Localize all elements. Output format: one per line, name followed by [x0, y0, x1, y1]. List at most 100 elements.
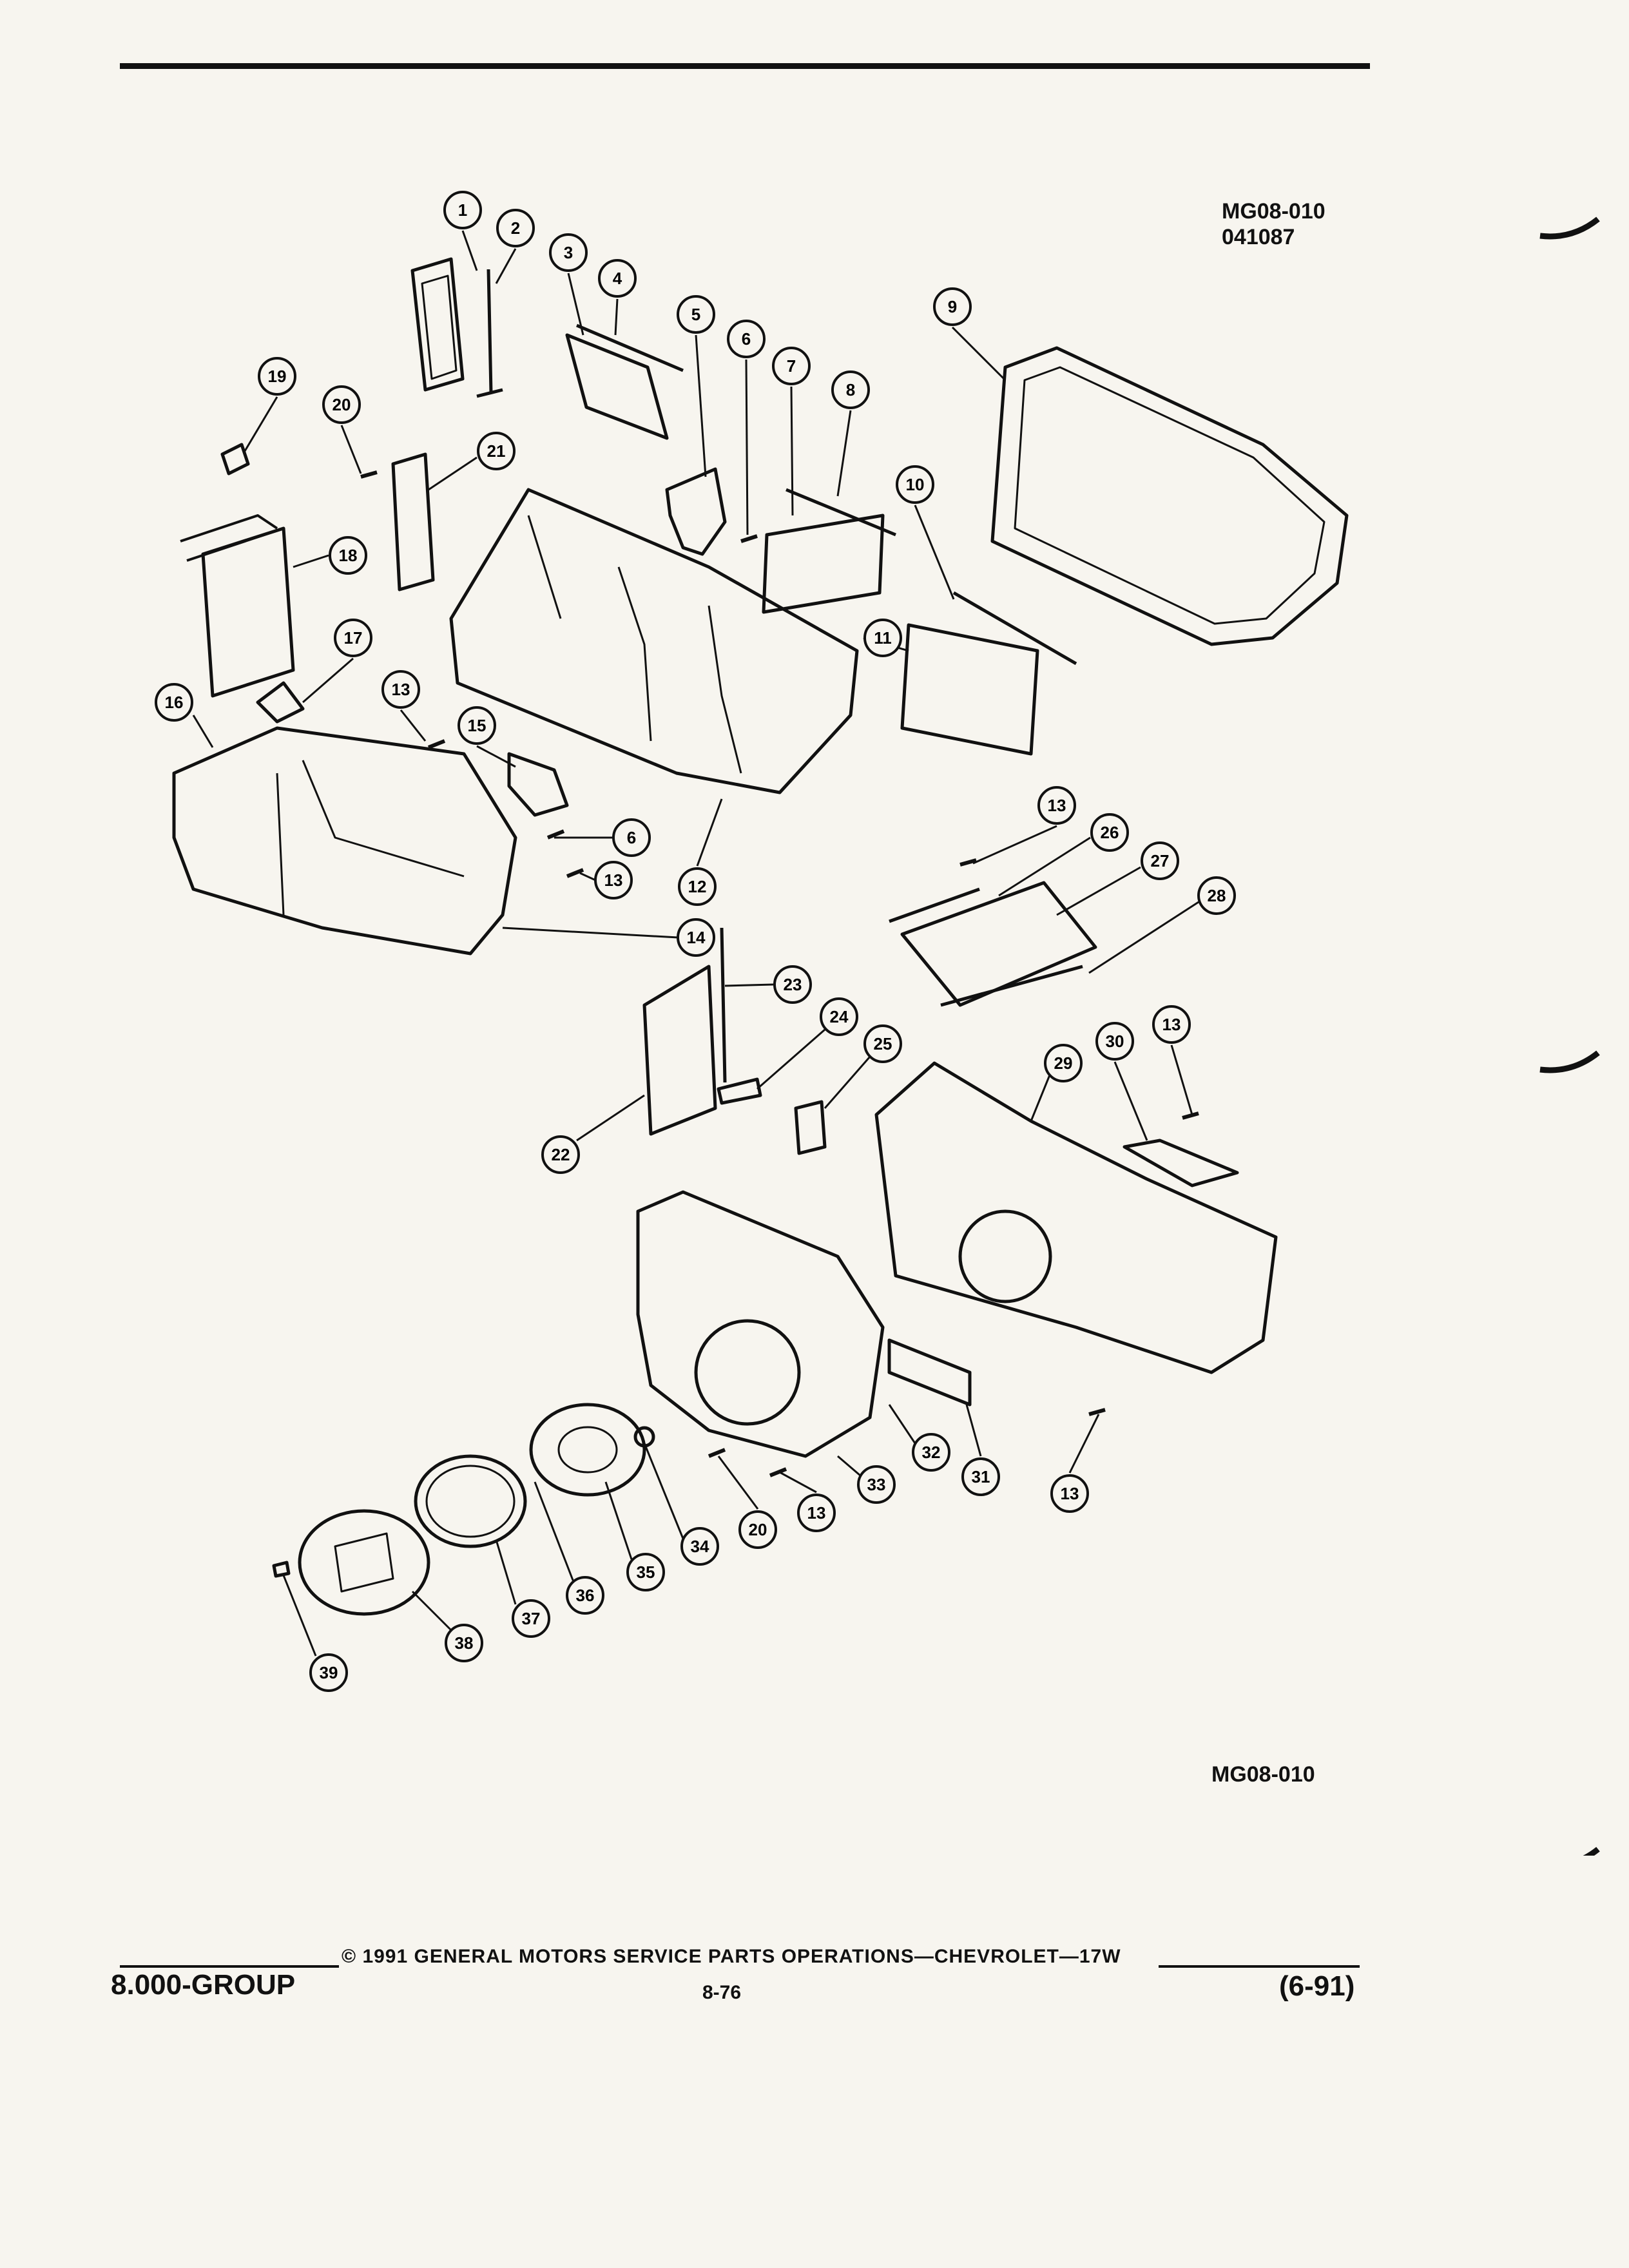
callout-number: 19 — [268, 367, 287, 386]
callout-34: 34 — [680, 1527, 719, 1566]
leader-line — [476, 745, 516, 768]
part-10-shaft — [952, 591, 1077, 666]
callout-14: 14 — [677, 918, 715, 957]
leader-line — [951, 326, 1007, 381]
callout-13-repeat: 13 — [1050, 1474, 1089, 1513]
callout-9: 9 — [933, 287, 972, 326]
callout-number: 28 — [1208, 886, 1226, 905]
callout-23: 23 — [773, 965, 812, 1004]
leader-line — [1113, 1061, 1148, 1141]
leader-line — [965, 1404, 982, 1457]
leader-line — [724, 983, 774, 987]
part-37-gasket — [414, 1454, 527, 1548]
leader-line — [567, 273, 584, 336]
part-3-door — [565, 333, 669, 440]
callout-6: 6 — [727, 320, 766, 358]
part-35-blower-wheel — [529, 1403, 646, 1497]
leader-line — [837, 1455, 861, 1477]
leader-line — [790, 386, 794, 516]
part-9-gasket — [990, 346, 1349, 646]
callout-number: 13 — [1162, 1015, 1181, 1034]
callout-30: 30 — [1095, 1022, 1134, 1061]
part-32-blower-case — [636, 1190, 885, 1458]
part-11-door — [900, 623, 1039, 756]
leader-line — [695, 334, 707, 477]
part-28-seal — [940, 965, 1083, 1007]
callout-1: 1 — [443, 191, 482, 229]
part-5-bracket — [665, 467, 727, 556]
callout-number: 9 — [948, 297, 957, 316]
callout-19: 19 — [258, 357, 296, 396]
callout-29: 29 — [1044, 1044, 1083, 1082]
callout-number: 14 — [687, 928, 706, 947]
callout-number: 3 — [564, 243, 573, 262]
part-7-door — [762, 514, 885, 614]
leader-line — [244, 396, 278, 452]
callout-13-repeat: 13 — [594, 861, 633, 899]
leader-line — [914, 505, 955, 600]
leader-line — [495, 248, 517, 284]
figure-id-bottom: MG08-010 — [1211, 1762, 1315, 1787]
part-29-housing — [874, 1061, 1278, 1374]
leader-line — [576, 1094, 645, 1142]
callout-24: 24 — [820, 997, 858, 1036]
part-21-seal — [391, 452, 435, 591]
copyright-notice: © 1991 GENERAL MOTORS SERVICE PARTS OPER… — [342, 1946, 1121, 1967]
part-31-seal — [887, 1338, 972, 1407]
footer-rule-right — [1159, 1965, 1360, 1968]
leader-line — [282, 1575, 317, 1657]
callout-number: 5 — [691, 305, 700, 324]
callout-33: 33 — [857, 1465, 896, 1504]
callout-number: 8 — [846, 380, 855, 399]
callout-37: 37 — [512, 1599, 550, 1638]
callout-16: 16 — [155, 683, 193, 722]
callout-number: 22 — [552, 1145, 570, 1164]
leader-line — [1170, 1044, 1193, 1115]
leader-line — [428, 456, 477, 491]
callout-number: 27 — [1151, 851, 1170, 870]
callout-31: 31 — [961, 1457, 1000, 1496]
callout-number: 6 — [742, 329, 751, 349]
leader-line — [888, 1404, 916, 1444]
callout-number: 33 — [867, 1475, 886, 1494]
callout-4: 4 — [598, 259, 637, 298]
callout-10: 10 — [896, 465, 934, 504]
callout-number: 35 — [637, 1562, 655, 1582]
part-38-motor — [298, 1509, 430, 1616]
leader-line — [495, 1539, 517, 1605]
callout-number: 13 — [604, 870, 623, 890]
leader-line — [643, 1443, 684, 1539]
part-25-seal — [794, 1100, 827, 1155]
callout-number: 37 — [522, 1609, 541, 1628]
part-19-clip — [220, 443, 250, 476]
callout-20-repeat: 20 — [738, 1510, 777, 1549]
callout-number: 18 — [339, 546, 358, 565]
callout-number: 20 — [333, 395, 351, 414]
callout-3: 3 — [549, 233, 588, 272]
callout-number: 25 — [874, 1034, 892, 1053]
leader-line — [696, 798, 723, 867]
footer-rule-left — [120, 1965, 339, 1968]
leader-line — [779, 1471, 817, 1494]
callout-21: 21 — [477, 432, 516, 470]
callout-36: 36 — [566, 1576, 604, 1615]
part-1-door — [410, 257, 465, 392]
part-18-heater-core — [201, 526, 295, 698]
callout-number: 21 — [487, 441, 506, 461]
leader-line — [757, 1028, 825, 1090]
part-15-bracket — [507, 752, 569, 817]
callout-number: 34 — [691, 1537, 709, 1556]
callouts: 1234567891011121314151617181920212223242… — [155, 191, 1236, 1692]
callout-number: 16 — [165, 693, 184, 712]
callout-number: 23 — [784, 975, 802, 994]
callout-number: 13 — [392, 680, 410, 699]
part-39-clip — [272, 1561, 291, 1578]
leader-line — [1088, 901, 1199, 974]
callout-13-repeat: 13 — [1037, 786, 1076, 825]
leader-line — [192, 715, 214, 748]
callout-number: 38 — [455, 1633, 474, 1653]
leader-line — [745, 359, 749, 535]
callout-number: 17 — [344, 628, 363, 648]
callout-number: 11 — [874, 628, 892, 648]
